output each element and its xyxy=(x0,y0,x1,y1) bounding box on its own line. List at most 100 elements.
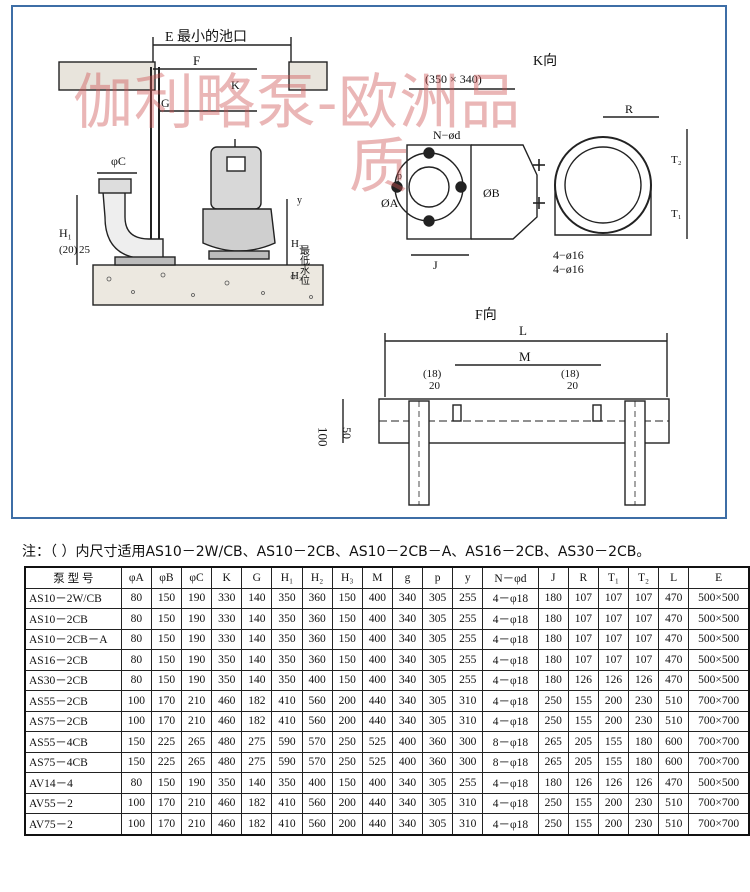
value-cell: 255 xyxy=(452,628,484,650)
value-cell: 460 xyxy=(211,690,243,712)
value-cell: 107 xyxy=(627,649,660,671)
table-header-cell: φB xyxy=(150,566,183,589)
table-header-cell: H₃ xyxy=(331,566,363,589)
value-cell: 350 xyxy=(211,772,243,794)
table-note: 注：（ ）内尺寸适用AS10－2W/CB、AS10－2CB、AS10－2CB－A… xyxy=(22,544,651,560)
value-cell: 440 xyxy=(361,690,393,712)
value-cell: 700×700 xyxy=(688,710,750,732)
value-cell: 350 xyxy=(271,628,303,650)
table-header-cell: φA xyxy=(120,566,152,589)
value-cell: 510 xyxy=(658,813,690,835)
value-cell: 600 xyxy=(658,751,690,773)
value-cell: 255 xyxy=(452,649,484,671)
value-cell: 126 xyxy=(567,669,599,691)
value-cell: 180 xyxy=(537,587,569,609)
value-cell: 460 xyxy=(211,813,243,835)
value-cell: 4－φ18 xyxy=(482,772,539,794)
min-water-label: 最低水位 xyxy=(298,245,310,285)
value-cell: 700×700 xyxy=(688,751,750,773)
value-cell: 155 xyxy=(567,690,599,712)
value-cell: 150 xyxy=(150,587,183,609)
value-cell: 440 xyxy=(361,710,393,732)
value-cell: 150 xyxy=(331,587,363,609)
value-cell: 190 xyxy=(181,772,213,794)
value-cell: 4－φ18 xyxy=(482,710,539,732)
value-cell: 510 xyxy=(658,710,690,732)
value-cell: 126 xyxy=(597,772,630,794)
value-cell: 410 xyxy=(271,710,303,732)
value-cell: 300 xyxy=(452,751,484,773)
value-cell: 140 xyxy=(241,587,273,609)
value-cell: 8－φ18 xyxy=(482,731,539,753)
value-cell: 155 xyxy=(567,710,599,732)
value-cell: 700×700 xyxy=(688,792,750,814)
value-cell: 360 xyxy=(301,628,333,650)
value-cell: 510 xyxy=(658,690,690,712)
value-cell: 150 xyxy=(150,669,183,691)
model-cell: AS75－2CB xyxy=(24,710,122,732)
value-cell: 210 xyxy=(181,710,213,732)
value-cell: 310 xyxy=(452,792,484,814)
value-cell: 190 xyxy=(181,608,213,630)
value-cell: 560 xyxy=(301,710,333,732)
value-cell: 340 xyxy=(391,669,424,691)
value-cell: 340 xyxy=(391,813,424,835)
model-cell: AS10－2CB xyxy=(24,608,122,630)
model-cell: AS10－2W/CB xyxy=(24,587,122,609)
table-header-cell: φC xyxy=(181,566,213,589)
value-cell: 150 xyxy=(331,649,363,671)
value-cell: 170 xyxy=(150,690,183,712)
size-350-340-label: (350 × 340) xyxy=(425,72,482,86)
value-cell: 107 xyxy=(627,628,660,650)
value-cell: 360 xyxy=(422,731,454,753)
value-cell: 230 xyxy=(627,690,660,712)
value-cell: 250 xyxy=(331,731,363,753)
value-cell: 500×500 xyxy=(688,628,750,650)
value-cell: 107 xyxy=(627,587,660,609)
value-cell: 340 xyxy=(391,587,424,609)
f-view-title: F向 xyxy=(475,307,497,323)
model-cell: AV75－2 xyxy=(24,813,122,835)
value-cell: 190 xyxy=(181,649,213,671)
value-cell: 350 xyxy=(271,669,303,691)
table-header-cell: p xyxy=(422,566,454,589)
value-cell: 305 xyxy=(422,649,454,671)
value-cell: 205 xyxy=(567,751,599,773)
value-cell: 305 xyxy=(422,608,454,630)
value-cell: 525 xyxy=(361,731,393,753)
model-cell: AS16－2CB xyxy=(24,649,122,671)
hundred-label: 100 xyxy=(316,427,331,447)
value-cell: 150 xyxy=(150,628,183,650)
value-cell: 180 xyxy=(537,628,569,650)
value-cell: 560 xyxy=(301,690,333,712)
table-header-cell: H₁ xyxy=(271,566,303,589)
value-cell: 107 xyxy=(597,608,630,630)
value-cell: 250 xyxy=(537,792,569,814)
table-header-cell: 泵 型 号 xyxy=(24,566,122,589)
side-elevation: E 最小的池口 F K G φC xyxy=(58,29,328,306)
value-cell: 182 xyxy=(241,813,273,835)
value-cell: 150 xyxy=(150,649,183,671)
twenty-left-label: 20 xyxy=(429,380,441,392)
phi-c-label: φC xyxy=(111,154,126,168)
value-cell: 600 xyxy=(658,731,690,753)
value-cell: 340 xyxy=(391,710,424,732)
value-cell: 4－φ18 xyxy=(482,792,539,814)
value-cell: 250 xyxy=(537,710,569,732)
value-cell: 340 xyxy=(391,608,424,630)
value-cell: 4－φ18 xyxy=(482,669,539,691)
value-cell: 140 xyxy=(241,628,273,650)
value-cell: 525 xyxy=(361,751,393,773)
value-cell: 560 xyxy=(301,792,333,814)
value-cell: 330 xyxy=(211,587,243,609)
value-cell: 470 xyxy=(658,587,690,609)
value-cell: 230 xyxy=(627,710,660,732)
h1-label: H₁ xyxy=(59,226,72,240)
value-cell: 470 xyxy=(658,649,690,671)
model-cell: AS55－2CB xyxy=(24,690,122,712)
